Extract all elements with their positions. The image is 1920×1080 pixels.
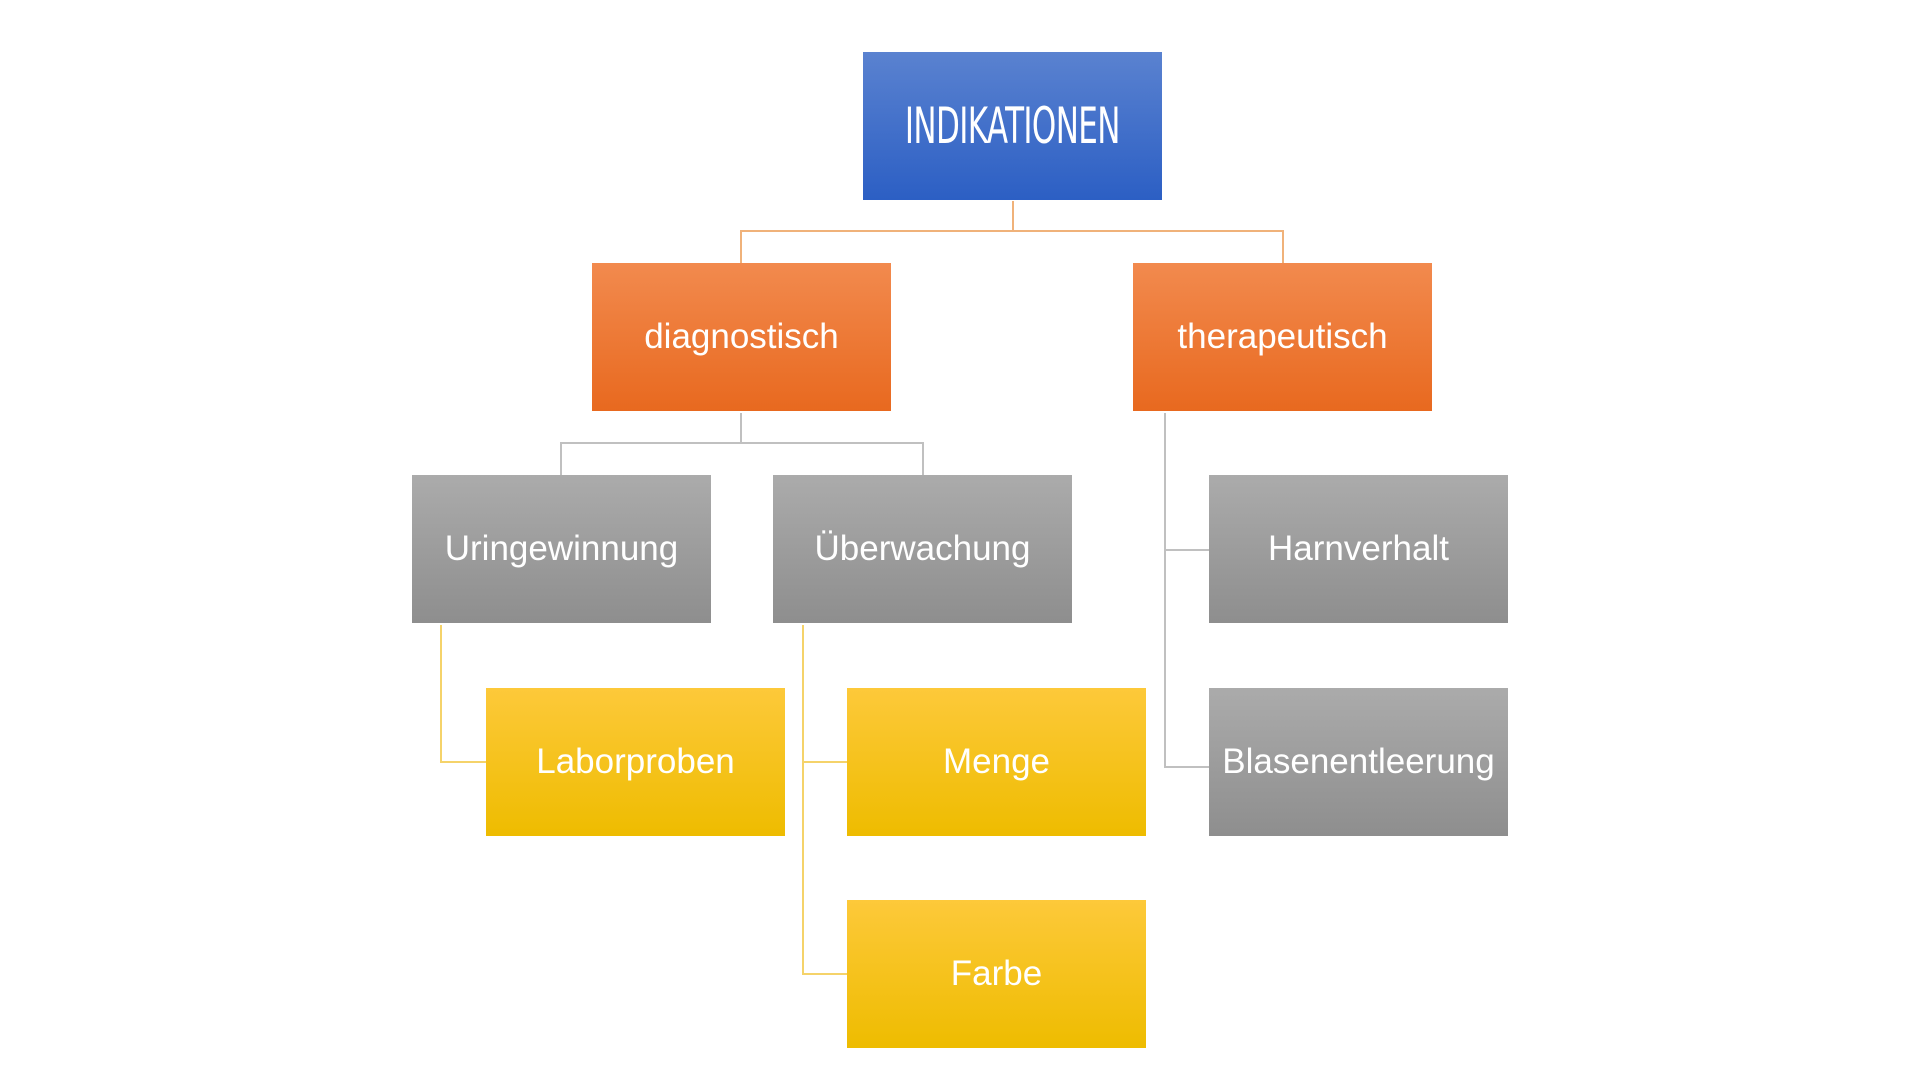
- branch-therapeutisch-label: therapeutisch: [1177, 317, 1388, 356]
- connector-ueberwachung-children: [802, 625, 847, 975]
- node-menge: Menge: [847, 688, 1146, 836]
- root-node: INDIKATIONEN: [863, 52, 1162, 200]
- node-laborproben-label: Laborproben: [536, 742, 735, 781]
- node-ueberwachung: Überwachung: [773, 475, 1072, 623]
- node-blasenentleerung-label: Blasenentleerung: [1222, 742, 1495, 781]
- node-uringewinnung-label: Uringewinnung: [444, 529, 679, 568]
- node-harnverhalt-label: Harnverhalt: [1268, 529, 1449, 568]
- node-farbe-label: Farbe: [950, 954, 1043, 993]
- connector-diagnostisch-children: [560, 413, 924, 475]
- root-label: INDIKATIONEN: [905, 97, 1121, 155]
- node-ueberwachung-label: Überwachung: [814, 529, 1031, 568]
- branch-therapeutisch: therapeutisch: [1133, 263, 1432, 411]
- node-menge-label: Menge: [942, 742, 1051, 781]
- node-farbe: Farbe: [847, 900, 1146, 1048]
- connector-uringewinnung-laborproben: [440, 625, 486, 763]
- node-uringewinnung: Uringewinnung: [412, 475, 711, 623]
- connector-root-branches: [740, 201, 1284, 263]
- connector-therapeutisch-children: [1164, 413, 1209, 768]
- node-harnverhalt: Harnverhalt: [1209, 475, 1508, 623]
- branch-diagnostisch: diagnostisch: [592, 263, 891, 411]
- branch-diagnostisch-label: diagnostisch: [644, 317, 839, 356]
- node-blasenentleerung: Blasenentleerung: [1209, 688, 1508, 836]
- node-laborproben: Laborproben: [486, 688, 785, 836]
